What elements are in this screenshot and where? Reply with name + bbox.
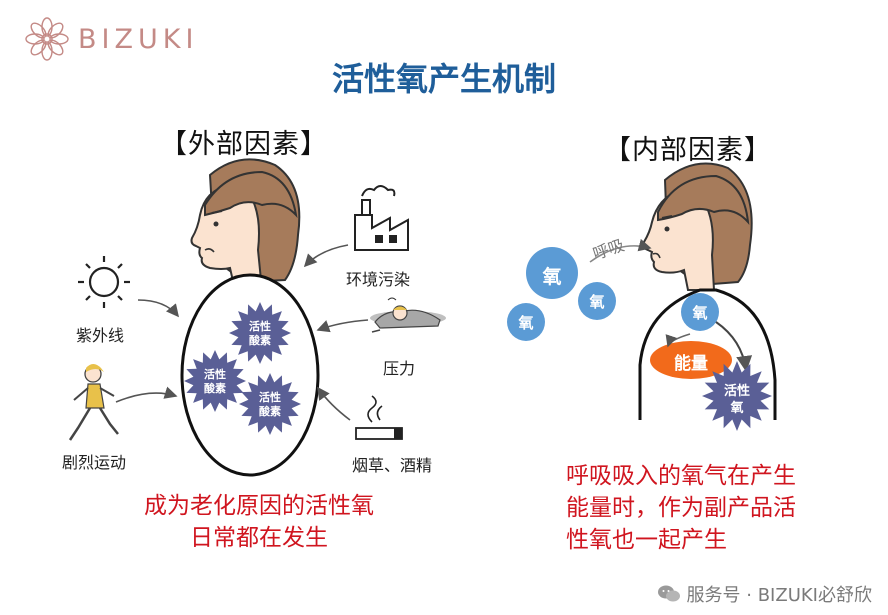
ros-label-3b: 酸素 (259, 404, 281, 418)
ros-label-2b: 酸素 (204, 381, 226, 395)
ros-label-3: 活性 (259, 390, 281, 404)
internal-caption-line-3: 性氧也一起产生 (566, 524, 826, 556)
stress-label: 压力 (383, 355, 415, 379)
oxygen-label-3: 氧 (587, 291, 607, 312)
pollution-label: 环境污染 (346, 266, 410, 290)
external-caption-line-1: 成为老化原因的活性氧 (128, 490, 390, 522)
oxygen-label-2: 氧 (516, 312, 536, 333)
runner-icon (70, 364, 118, 440)
internal-caption: 呼吸吸入的氧气在产生 能量时，作为副产品活 性氧也一起产生 (566, 460, 826, 556)
external-caption-line-2: 日常都在发生 (128, 522, 390, 554)
ros-label-2: 活性 (204, 367, 226, 381)
factory-icon (355, 186, 408, 250)
energy-label: 能量 (650, 349, 732, 374)
arrow-pollution (305, 245, 348, 266)
internal-caption-line-2: 能量时，作为副产品活 (566, 492, 826, 524)
ros-label-1: 活性 (249, 319, 271, 333)
arrow-uv (138, 300, 178, 316)
footer-watermark: 服务号 · BIZUKI必舒欣 (657, 581, 872, 607)
sun-icon (78, 256, 130, 308)
wechat-icon (657, 584, 681, 604)
cigarette-icon (356, 396, 402, 439)
external-caption: 成为老化原因的活性氧 日常都在发生 (128, 490, 390, 554)
uv-label: 紫外线 (76, 322, 124, 346)
ros-internal-label: 活性 氧 (715, 383, 759, 417)
ros-star-1 (229, 302, 291, 364)
ros-label-1b: 酸素 (249, 333, 271, 347)
footer-text: 服务号 · BIZUKI必舒欣 (687, 581, 872, 607)
ros-star-2 (184, 350, 246, 412)
internal-caption-line-1: 呼吸吸入的氧气在产生 (566, 460, 826, 492)
exercise-label: 剧烈运动 (62, 449, 126, 473)
smoking-label: 烟草、酒精 (352, 452, 432, 476)
ros-star-3 (239, 373, 301, 435)
oxygen-label-1: 氧 (540, 262, 564, 289)
arrow-stress (318, 320, 368, 330)
oxygen-label-4: 氧 (690, 302, 710, 323)
arrow-smoking (318, 388, 350, 420)
arrow-exercise (116, 393, 176, 402)
stressed-worker-icon (370, 298, 446, 332)
